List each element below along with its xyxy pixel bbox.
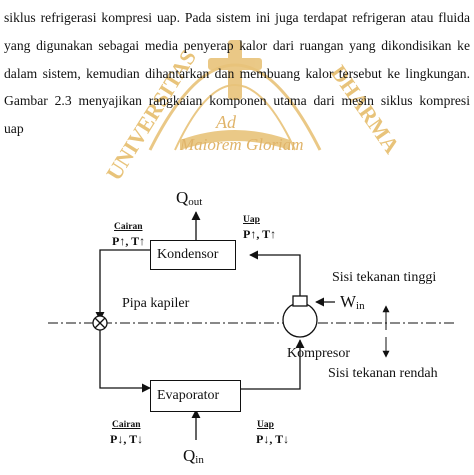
paragraph-line-1: siklus refrigerasi kompresi uap. Pada si… <box>4 10 470 25</box>
pipe-left-top <box>95 249 150 321</box>
uap-bottom-head: Uap <box>257 420 274 430</box>
pipe-right-top <box>249 250 301 298</box>
cairan-bottom-state: P↓, T↓ <box>110 432 144 446</box>
kondensor-box: Kondensor <box>150 240 236 270</box>
paragraph-line-3: dalam sistem, kemudian dihantarkan dan m… <box>4 65 470 81</box>
q-in-label: Qin <box>183 446 204 466</box>
uap-top-head: Uap <box>243 215 260 225</box>
expansion-valve-icon <box>92 315 108 331</box>
body-paragraph: siklus refrigerasi kompresi uap. Pada si… <box>4 4 470 143</box>
compressor-icon <box>282 295 318 338</box>
pipa-kapiler-label: Pipa kapiler <box>122 296 190 311</box>
kompresor-label: Kompresor <box>287 346 350 361</box>
pipe-left-bottom <box>99 328 151 393</box>
cairan-bottom-head: Cairan <box>112 420 141 430</box>
paragraph-line-5: uap <box>4 121 24 137</box>
cairan-top-head: Cairan <box>114 222 143 232</box>
evaporator-label: Evaporator <box>157 388 220 403</box>
uap-top-state: P↑, T↑ <box>243 227 277 241</box>
paragraph-line-4: Gambar 2.3 menyajikan rangkaian komponen… <box>4 93 470 109</box>
sisi-rendah-label: Sisi tekanan rendah <box>328 366 438 381</box>
evaporator-box: Evaporator <box>150 380 241 412</box>
kondensor-label: Kondensor <box>157 247 219 262</box>
cairan-top-state: P↑, T↑ <box>112 234 146 248</box>
sisi-tinggi-label: Sisi tekanan tinggi <box>332 270 437 285</box>
q-out-label: Qout <box>176 188 203 208</box>
paragraph-line-2: yang digunakan sebagai media penyerap ka… <box>4 37 470 53</box>
uap-bottom-state: P↓, T↓ <box>256 432 290 446</box>
w-in-label: Win <box>340 292 365 312</box>
pipe-right-bottom <box>241 339 305 390</box>
